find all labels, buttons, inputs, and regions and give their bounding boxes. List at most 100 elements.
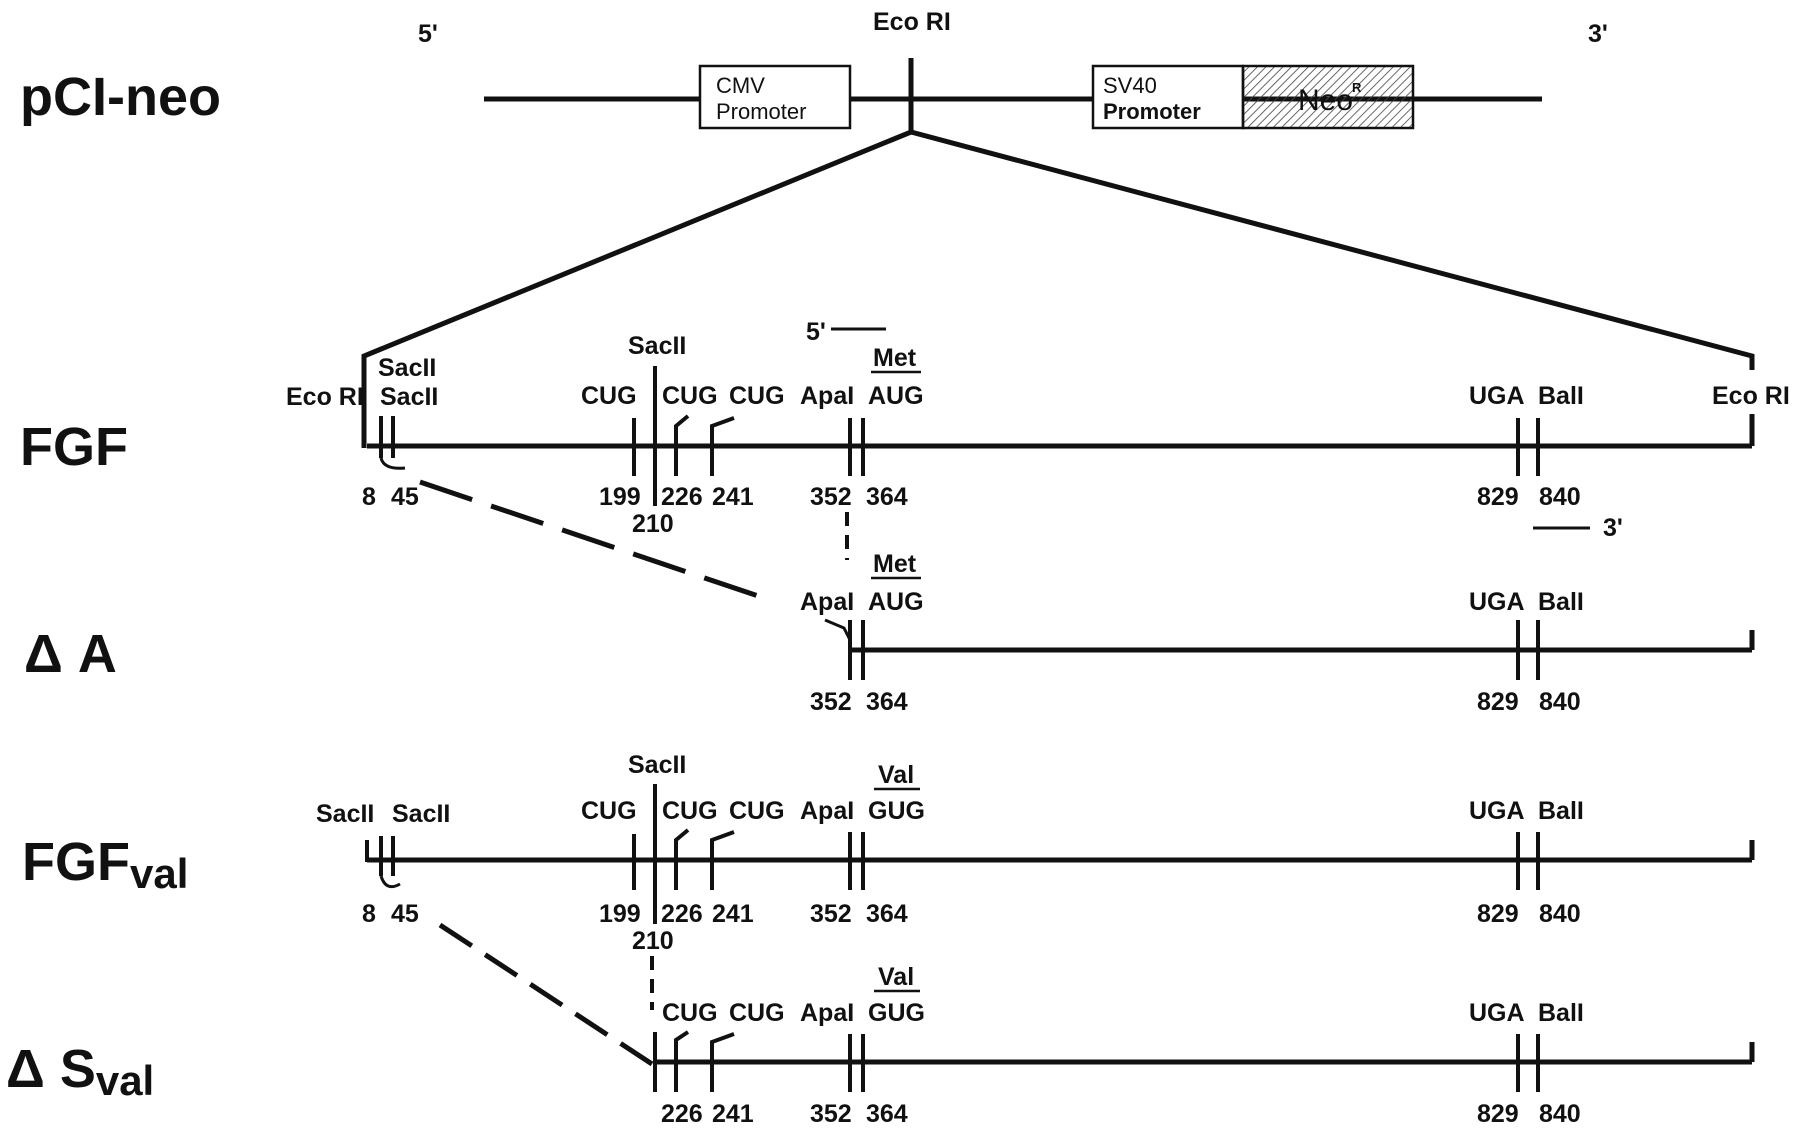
delta-s-val-pos-352: 352: [810, 1100, 852, 1128]
fgf-val-cug3-label: CUG: [729, 797, 785, 825]
fgf-pos-352: 352: [810, 483, 852, 511]
fgf-cug3-label: CUG: [729, 382, 785, 410]
delta-a-pos-829: 829: [1477, 688, 1519, 716]
delta-a-title: Δ A: [24, 624, 117, 684]
delta-s-val-cug2-label: CUG: [662, 999, 718, 1027]
fgf-bali-label: BalI: [1538, 382, 1584, 410]
fgf-cug2-label: CUG: [662, 382, 718, 410]
fgf-ecori-right-label: Eco RI: [1712, 382, 1790, 410]
delta-s-val-pos-226: 226: [661, 1100, 703, 1128]
fgf-aug-label: AUG: [868, 382, 924, 410]
sv40-promoter-box: SV40 Promoter: [1091, 64, 1245, 130]
fgf-val-gug-label: GUG: [868, 797, 925, 825]
fgf-val-sacii-a-label: SacII: [316, 800, 374, 828]
fgf-val-title: FGFval: [22, 832, 188, 897]
fgf-pos-364: 364: [866, 483, 908, 511]
fgf-val-apai-label: ApaI: [800, 797, 854, 825]
fgf-primer3-label: 3': [1603, 514, 1623, 542]
plasmid-title: pCI-neo: [20, 67, 221, 127]
delta-s-val-pos-241: 241: [712, 1100, 754, 1128]
fgf-val-cug-226: [674, 828, 690, 890]
fgf-val-uga-label: UGA: [1469, 797, 1525, 825]
fgf-pos-829: 829: [1477, 483, 1519, 511]
fgf-pos-241: 241: [712, 483, 754, 511]
fgf-val-pos-8: 8: [362, 900, 376, 928]
plasmid-ecori-label: Eco RI: [873, 8, 951, 36]
delta-a-pos-840: 840: [1539, 688, 1581, 716]
fgf-construct: FGF Eco RI Eco RI SacII SacII SacII CUG …: [20, 318, 1790, 603]
delta-a-deletion-line: [419, 479, 771, 603]
neo-label: Neo: [1298, 84, 1353, 117]
fgf-pos-199: 199: [599, 483, 641, 511]
fgf-val-sacii-bracket: [379, 875, 401, 889]
fgf-pos-210: 210: [632, 510, 674, 538]
insert-expansion-lines: [361, 129, 1755, 370]
fgf-pos-840: 840: [1539, 483, 1581, 511]
fgf-ecori-left-label: Eco RI: [286, 383, 364, 411]
fgf-val-sacii-mid-label: SacII: [628, 751, 686, 779]
delta-a-junction: [824, 618, 852, 641]
fgf-val-cug2-label: CUG: [662, 797, 718, 825]
fgf-cug-226: [674, 414, 690, 476]
fgf-val-cug-241: [710, 830, 735, 890]
delta-a-construct: Δ A ApaI Met AUG UGA BalI 352 364 829 84…: [24, 550, 1755, 716]
fgf-val-bali-label: BalI: [1538, 797, 1584, 825]
fgf-pos-45: 45: [391, 483, 419, 511]
cmv-promoter-box: CMV Promoter: [698, 64, 852, 130]
delta-s-val-gug-label: GUG: [868, 999, 925, 1027]
delta-s-val-title: Δ Sval: [6, 1039, 154, 1104]
fgf-sacii-a-label: SacII: [378, 354, 436, 382]
fgf-val-construct: FGFval SacII SacII SacII CUG CUG CUG Apa…: [22, 751, 1755, 1067]
fgf-val-title-main: FGF: [22, 832, 130, 892]
delta-a-aug-label: AUG: [868, 588, 924, 616]
fgf-sacii-b-label: SacII: [380, 383, 438, 411]
plasmid-5prime-label: 5': [418, 20, 438, 48]
delta-s-val-title-main: Δ S: [6, 1039, 96, 1099]
cmv-label-line2: Promoter: [716, 99, 806, 124]
fgf-val-pos-210: 210: [632, 927, 674, 955]
fgf-val-pos-226: 226: [661, 900, 703, 928]
fgf-apai-label: ApaI: [800, 382, 854, 410]
delta-s-val-val-label: Val: [878, 963, 914, 991]
fgf-pos-8: 8: [362, 483, 376, 511]
fgf-primer5-label: 5': [806, 318, 826, 346]
delta-a-bali-label: BalI: [1538, 588, 1584, 616]
delta-s-deletion-line: [438, 922, 654, 1067]
fgf-sacii-mid-label: SacII: [628, 332, 686, 360]
delta-s-val-pos-840: 840: [1539, 1100, 1581, 1128]
delta-a-pos-352: 352: [810, 688, 852, 716]
delta-a-apai-label: ApaI: [800, 588, 854, 616]
delta-a-met-label: Met: [873, 550, 917, 578]
fgf-pos-226: 226: [661, 483, 703, 511]
delta-s-val-uga-label: UGA: [1469, 999, 1525, 1027]
fgf-val-pos-199: 199: [599, 900, 641, 928]
fgf-cug1-label: CUG: [581, 382, 637, 410]
delta-s-val-construct: Δ Sval CUG CUG ApaI Val GUG UGA BalI 226…: [6, 963, 1755, 1128]
fgf-val-sacii-b-label: SacII: [392, 800, 450, 828]
delta-s-val-bali-label: BalI: [1538, 999, 1584, 1027]
neo-superscript: R: [1352, 80, 1362, 95]
fgf-val-title-sub: val: [130, 850, 188, 897]
fgf-cug-241: [710, 416, 735, 476]
sv40-label-line1: SV40: [1103, 73, 1157, 98]
fgf-sacii-bracket: [379, 457, 406, 470]
delta-s-val-pos-364: 364: [866, 1100, 908, 1128]
plasmid-map: pCI-neo 5' 3' Eco RI CMV Promoter SV40 P…: [20, 8, 1755, 370]
delta-s-val-cug-241: [710, 1032, 735, 1092]
plasmid-3prime-label: 3': [1588, 20, 1608, 48]
delta-a-uga-label: UGA: [1469, 588, 1525, 616]
fgf-val-val-label: Val: [878, 761, 914, 789]
fgf-val-pos-840: 840: [1539, 900, 1581, 928]
fgf-val-pos-241: 241: [712, 900, 754, 928]
sv40-label-line2: Promoter: [1103, 99, 1201, 124]
fgf-uga-label: UGA: [1469, 382, 1525, 410]
fgf-met-label: Met: [873, 344, 917, 372]
fgf-val-pos-352: 352: [810, 900, 852, 928]
neo-resistance-box: Neo R: [1241, 64, 1415, 130]
delta-s-val-pos-829: 829: [1477, 1100, 1519, 1128]
delta-s-val-apai-label: ApaI: [800, 999, 854, 1027]
delta-s-val-title-sub: val: [96, 1057, 154, 1104]
fgf-val-cug1-label: CUG: [581, 797, 637, 825]
cmv-label-line1: CMV: [716, 73, 765, 98]
